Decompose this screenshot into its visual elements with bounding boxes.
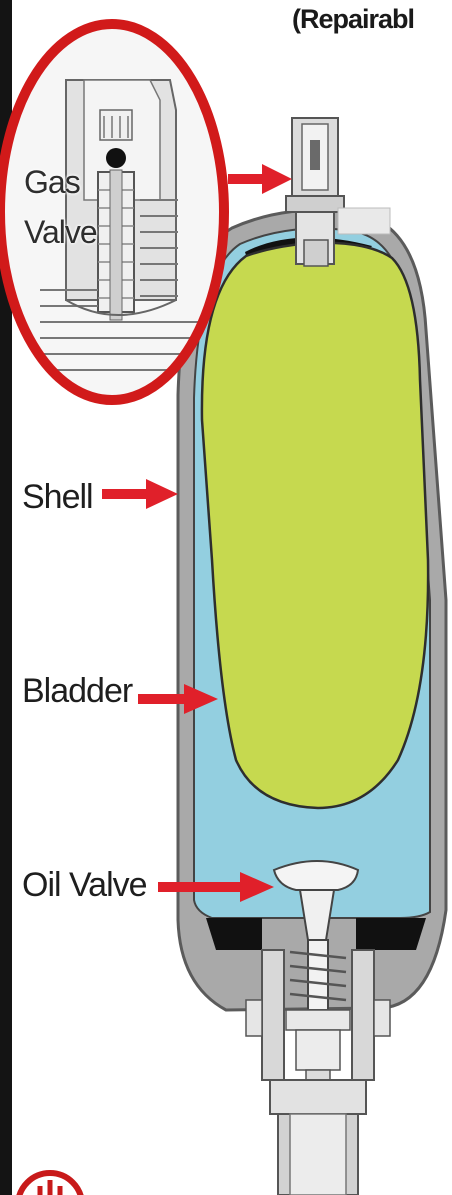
shell-arrow (102, 479, 178, 509)
callout-arrow (228, 164, 292, 194)
bottom-seal-right (356, 918, 426, 950)
logo-fragment (18, 1173, 82, 1195)
gas-valve-plate (338, 208, 390, 234)
oil-valve-label: Oil Valve (22, 866, 147, 905)
gas-valve-label-line1: Gas (24, 164, 80, 201)
gas-valve-label-line2: Valve (24, 214, 97, 251)
diagram-title: (Repairabl (292, 4, 414, 35)
bladder (202, 243, 428, 808)
shell-label: Shell (22, 478, 93, 517)
bladder-label: Bladder (22, 672, 132, 711)
